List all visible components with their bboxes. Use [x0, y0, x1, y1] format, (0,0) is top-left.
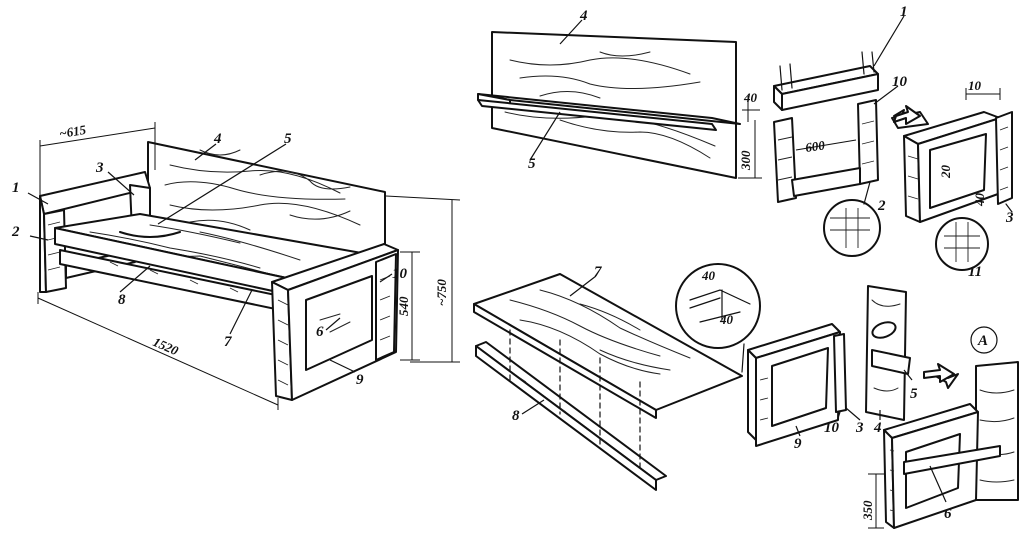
side-assembly-part-5: 5 [910, 386, 918, 402]
side-frame-dim-inner: 20 [938, 165, 953, 180]
sofa-part-1: 1 [12, 180, 20, 196]
sofa-part-8: 8 [118, 292, 126, 308]
seat-part-7: 7 [594, 264, 602, 280]
side-frame-part-11: 11 [968, 264, 982, 280]
sofa-right-frame-opening [305, 275, 373, 371]
sofa-part-9: 9 [356, 372, 364, 388]
side-frame-opening [929, 133, 987, 209]
view-a-back [975, 361, 1019, 501]
view-a-label: A [977, 333, 988, 349]
frame-left-post [773, 117, 797, 203]
back-panel-drawing [477, 19, 762, 179]
side-frame-joint-zoom [935, 217, 989, 271]
side-assembly-part-9: 9 [794, 436, 802, 452]
sofa-drawing [27, 122, 461, 410]
seat-part-8: 8 [512, 408, 520, 424]
sofa-part-4: 4 [213, 131, 222, 147]
frame-detail-drawing [773, 15, 905, 257]
side-insert-3 [833, 333, 847, 413]
side-frame-insert [995, 111, 1013, 205]
side-frame-dim-top: 10 [968, 78, 982, 93]
side-assembly-part-4: 4 [873, 420, 882, 436]
sofa-part-5: 5 [284, 131, 292, 147]
sofa-part-6: 6 [316, 324, 324, 340]
arrow-right-icon [893, 105, 921, 125]
sofa-part-2: 2 [11, 224, 20, 240]
sofa-part-7: 7 [224, 334, 232, 350]
side-assembly-drawing [747, 285, 959, 447]
back-panel-part-5: 5 [528, 156, 536, 172]
back-panel-dim-height: 300 [738, 150, 753, 171]
frame-detail-part-2: 2 [877, 198, 886, 214]
sofa-dim-seat-height: 540 [396, 296, 411, 316]
side-frame-part-3: 3 [1005, 210, 1014, 226]
seat-assembly-drawing [473, 263, 761, 491]
side-assembly-opening [771, 347, 829, 427]
frame-detail-dim-inner: 600 [804, 137, 826, 155]
view-a-marker [970, 326, 998, 354]
side-frame-drawing [891, 88, 1013, 271]
frame-detail-part-1: 1 [900, 4, 908, 20]
view-a-brace-6 [903, 445, 1001, 475]
side-assembly-part-10: 10 [824, 420, 840, 436]
frame-detail-part-10: 10 [892, 74, 908, 90]
seat-dim-a: 40 [701, 268, 716, 283]
seat-corner-zoom [675, 263, 761, 349]
back-panel-dim-shelf: 40 [743, 90, 758, 105]
seat-dim-b: 40 [719, 312, 734, 327]
arrow-right-icon-2 [923, 363, 955, 383]
frame-joint-zoom [823, 199, 881, 257]
sofa-dim-depth: ~615 [58, 122, 87, 141]
back-panel-part-4: 4 [579, 8, 588, 24]
view-a-dim-height: 350 [860, 500, 875, 521]
sofa-part-10: 10 [392, 266, 408, 282]
side-assembly-part-3: 3 [855, 420, 864, 436]
sofa-part-3: 3 [95, 160, 104, 176]
side-frame-dim-bottom: 40 [972, 193, 987, 208]
shelf-front [477, 99, 717, 131]
view-a-part-6: 6 [944, 506, 952, 522]
sofa-dim-total-height: ~750 [434, 279, 449, 306]
view-a-drawing [868, 326, 1019, 529]
